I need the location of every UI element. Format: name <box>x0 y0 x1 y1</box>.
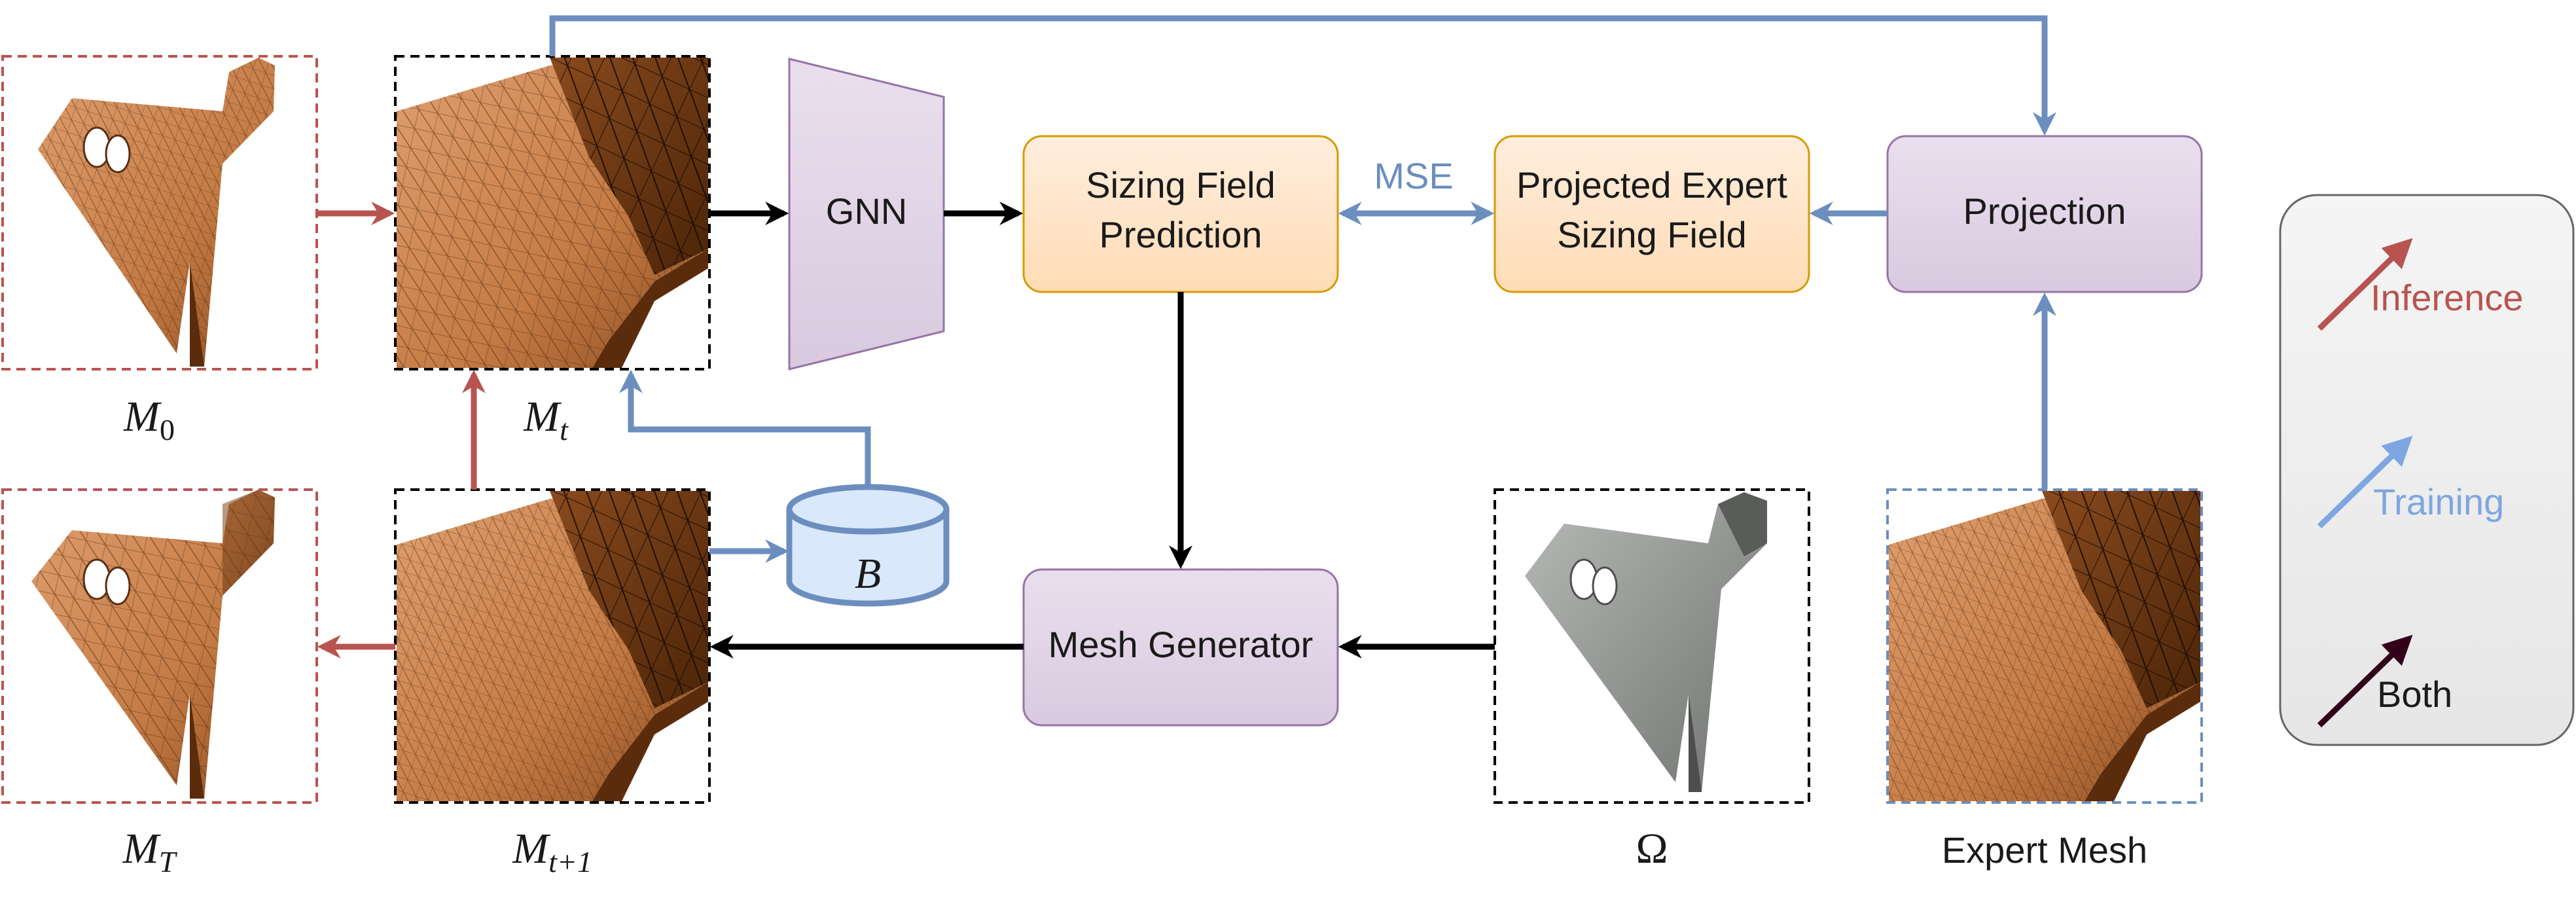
mesh-generator-label: Mesh Generator <box>1048 624 1314 665</box>
projection-box: Projection <box>1886 135 2203 293</box>
mesh-labels: M0 Mt MT Mt+1 Ω Expert Mesh <box>122 393 2147 878</box>
expert-mesh-image <box>1889 491 2200 801</box>
mse-label: MSE <box>1374 155 1453 196</box>
gnn-block: GNN <box>788 58 945 370</box>
sizing-prediction-line-2: Prediction <box>1099 214 1262 255</box>
mesh-generator-box: Mesh Generator <box>1022 568 1339 727</box>
legend-inference-arrow <box>2317 238 2413 331</box>
mesh-m0-image <box>38 58 275 367</box>
label-omega: Ω <box>1636 825 1668 873</box>
label-expert-mesh: Expert Mesh <box>1942 829 2147 871</box>
geometry-omega-panel <box>1494 488 1810 804</box>
label-mt1: Mt+1 <box>512 825 592 878</box>
legend: Inference Training Both <box>2279 194 2575 746</box>
legend-inference: Inference <box>2317 238 2524 331</box>
projected-expert-sizing-box: Projected Expert Sizing Field <box>1494 135 1810 293</box>
projected-expert-line-1: Projected Expert <box>1516 164 1787 206</box>
mesh-mt1-panel <box>394 488 711 804</box>
label-mT: MT <box>122 825 178 878</box>
projected-expert-line-2: Sizing Field <box>1557 214 1746 255</box>
label-mt: Mt <box>523 393 569 446</box>
sizing-field-prediction-box: Sizing Field Prediction <box>1022 135 1339 293</box>
legend-training-arrow <box>2317 435 2413 529</box>
legend-both: Both <box>2317 634 2452 728</box>
legend-both-arrow <box>2317 634 2413 728</box>
label-m0: M0 <box>123 393 175 446</box>
buffer-label: B <box>855 550 881 598</box>
legend-training: Training <box>2317 435 2504 529</box>
geometry-omega-image <box>1525 492 1767 792</box>
mesh-mT-image <box>31 490 275 799</box>
projection-label: Projection <box>1963 190 2126 232</box>
arrows <box>317 15 2056 659</box>
expert-mesh-panel <box>1886 488 2203 804</box>
legend-both-label: Both <box>2377 674 2452 715</box>
mesh-m0-panel <box>1 55 318 370</box>
legend-box <box>2279 194 2575 746</box>
sizing-prediction-line-1: Sizing Field <box>1086 164 1275 206</box>
arrow-mt-to-projection <box>549 15 2056 136</box>
legend-training-label: Training <box>2373 481 2504 522</box>
arrow-buffer-to-mt <box>619 369 871 487</box>
mesh-mT-panel <box>1 488 318 804</box>
replay-buffer: B <box>786 484 950 607</box>
mesh-mt-image <box>397 58 708 368</box>
mesh-mt1-image <box>397 491 708 801</box>
gnn-label: GNN <box>826 190 907 232</box>
legend-inference-label: Inference <box>2370 277 2524 318</box>
mesh-mt-panel <box>394 55 711 370</box>
